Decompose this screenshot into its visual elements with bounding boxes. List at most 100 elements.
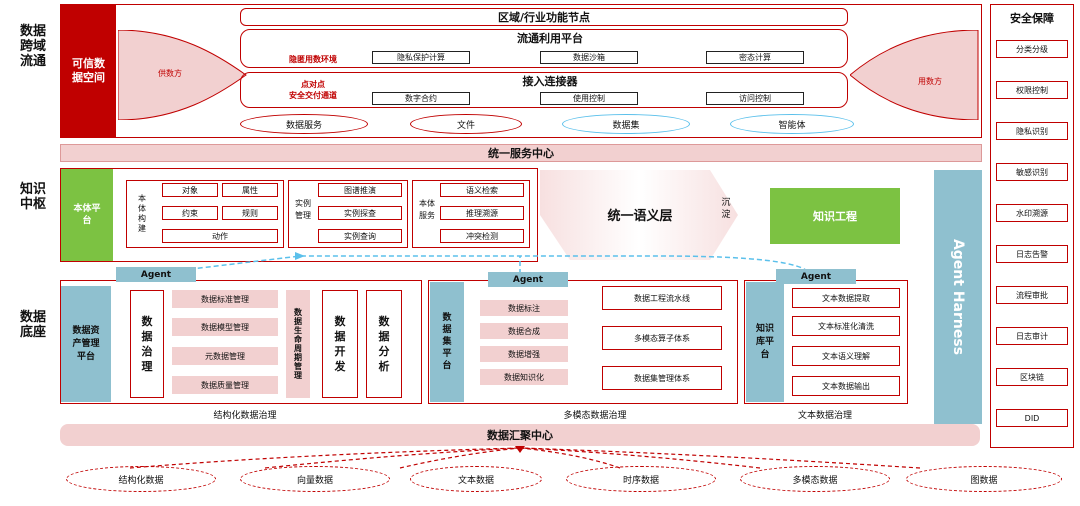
ontology-platform: 本体平 台 xyxy=(61,169,113,261)
circulation-platform-title: 流通利用平台 xyxy=(517,32,583,45)
ontology-build-label: 本 体 构 建 xyxy=(138,194,146,233)
row-label-circulation: 数据 跨域 流通 xyxy=(20,24,47,69)
data-lifecycle-mgmt: 数据生命周期管理 xyxy=(286,290,310,398)
access-connector xyxy=(240,72,848,108)
consumer-arrow xyxy=(850,30,979,120)
text-clean: 文本标准化清洗 xyxy=(792,316,900,336)
ontology-build-box xyxy=(126,180,284,248)
encrypted-computing: 密态计算 xyxy=(706,51,804,64)
security-item: 分类分级 xyxy=(996,40,1068,58)
circulation-platform xyxy=(240,29,848,68)
multimodal-section xyxy=(428,280,738,404)
knowledge-base-platform: 知识 库平 台 xyxy=(746,282,784,402)
data-quality-mgmt: 数据质量管理 xyxy=(172,376,278,394)
agent-badge-structured: Agent xyxy=(116,267,196,282)
data-model-mgmt: 数据模型管理 xyxy=(172,318,278,336)
agent-badge-text: Agent xyxy=(776,269,856,284)
source-multimodal: 多模态数据 xyxy=(740,466,890,492)
security-item: 区块链 xyxy=(996,368,1068,386)
ontology-section xyxy=(60,168,538,262)
deposit-label: 沉 淀 xyxy=(721,198,731,220)
ontology-object: 对象 xyxy=(162,183,218,197)
ontology-attribute: 属性 xyxy=(222,183,278,197)
access-control: 访问控制 xyxy=(706,92,804,105)
source-timeseries: 时序数据 xyxy=(566,466,716,492)
security-section xyxy=(990,4,1074,448)
agent-harness-label-wrap: Agent Harness xyxy=(934,170,982,424)
data-sandbox: 数据沙箱 xyxy=(540,51,638,64)
trusted-data-space: 可信数 据空间 xyxy=(61,5,116,137)
source-graph: 图数据 xyxy=(906,466,1062,492)
knowledge-engineering: 知识工程 xyxy=(770,188,900,244)
multimodal-caption: 多模态数据治理 xyxy=(563,410,627,421)
digital-contract: 数字合约 xyxy=(372,92,470,105)
metadata-mgmt: 元数据管理 xyxy=(172,347,278,365)
semantic-layer-arrow xyxy=(540,170,738,260)
semantic-layer: 统一语义层 xyxy=(607,208,673,224)
source-text: 文本数据 xyxy=(410,466,542,492)
security-item: 敏感识别 xyxy=(996,163,1068,181)
service-oval-data-service: 数据服务 xyxy=(240,114,368,134)
reasoning-trace: 推理溯源 xyxy=(440,206,524,220)
security-item: 流程审批 xyxy=(996,286,1068,304)
data-governance: 数 据 治 理 xyxy=(130,290,164,398)
ontology-service-box xyxy=(412,180,530,248)
instance-explore: 实例探查 xyxy=(318,206,402,220)
text-output: 文本数据输出 xyxy=(792,376,900,396)
text-semantic: 文本语义理解 xyxy=(792,346,900,366)
instance-query: 实例查询 xyxy=(318,229,402,243)
data-knowledgization: 数据知识化 xyxy=(480,369,568,385)
region-node: 区域/行业功能节点 xyxy=(240,8,848,26)
data-asset-platform: 数据资 产管理 平台 xyxy=(61,286,111,402)
data-standard-mgmt: 数据标准管理 xyxy=(172,290,278,308)
circulation-section xyxy=(60,4,982,138)
service-oval-dataset: 数据集 xyxy=(562,114,690,134)
consumer-label: 用数方 xyxy=(918,76,942,86)
data-analysis: 数 据 分 析 xyxy=(366,290,402,398)
privacy-computing: 隐私保护计算 xyxy=(372,51,470,64)
source-structured: 结构化数据 xyxy=(66,466,216,492)
security-item: 日志告警 xyxy=(996,245,1068,263)
hidden-env-label: 隐匿用数环境 xyxy=(289,54,337,64)
security-item: DID xyxy=(996,409,1068,427)
security-item: 水印溯源 xyxy=(996,204,1068,222)
ontology-constraint: 约束 xyxy=(162,206,218,220)
ontology-service-label: 本体 服务 xyxy=(419,199,435,220)
agent-harness xyxy=(934,170,982,424)
provider-label: 供数方 xyxy=(158,68,182,78)
agent-dashed-links xyxy=(149,252,811,275)
p2p-channel: 点对点 安全交付通道 xyxy=(289,80,337,100)
data-synthesis: 数据合成 xyxy=(480,323,568,339)
text-caption: 文本数据治理 xyxy=(797,410,852,421)
text-extract: 文本数据提取 xyxy=(792,288,900,308)
data-augmentation: 数据增强 xyxy=(480,346,568,362)
unified-service-center: 统一服务中心 xyxy=(60,144,982,162)
usage-control: 使用控制 xyxy=(540,92,638,105)
instance-mgmt-box xyxy=(288,180,408,248)
semantic-search: 语义检索 xyxy=(440,183,524,197)
row-label-knowledge: 知识 中枢 xyxy=(20,182,47,212)
structured-section xyxy=(60,280,422,404)
access-connector-title: 接入连接器 xyxy=(522,75,578,88)
data-development: 数 据 开 发 xyxy=(322,290,358,398)
service-oval-file: 文件 xyxy=(410,114,522,134)
dataset-platform: 数 据 集 平 台 xyxy=(430,282,464,402)
data-eng-pipeline: 数据工程流水线 xyxy=(602,286,722,310)
agent-badge-multimodal: Agent xyxy=(488,272,568,287)
security-item: 权限控制 xyxy=(996,81,1068,99)
instance-mgmt-label: 实例 管理 xyxy=(295,199,311,220)
ontology-rule: 规则 xyxy=(222,206,278,220)
data-aggregation-center: 数据汇聚中心 xyxy=(60,424,980,446)
agent-harness-label: Agent Harness xyxy=(950,238,966,356)
dataset-mgmt-system: 数据集管理体系 xyxy=(602,366,722,390)
source-vector: 向量数据 xyxy=(240,466,390,492)
source-arrows xyxy=(129,446,921,469)
security-item: 日志审计 xyxy=(996,327,1068,345)
service-oval-agent: 智能体 xyxy=(730,114,854,134)
row-label-foundation: 数据 底座 xyxy=(20,310,47,340)
ontology-action: 动作 xyxy=(162,229,278,243)
structured-caption: 结构化数据治理 xyxy=(213,410,277,421)
graph-inference: 图谱推演 xyxy=(318,183,402,197)
multimodal-operators: 多模态算子体系 xyxy=(602,326,722,350)
security-item: 隐私识别 xyxy=(996,122,1068,140)
